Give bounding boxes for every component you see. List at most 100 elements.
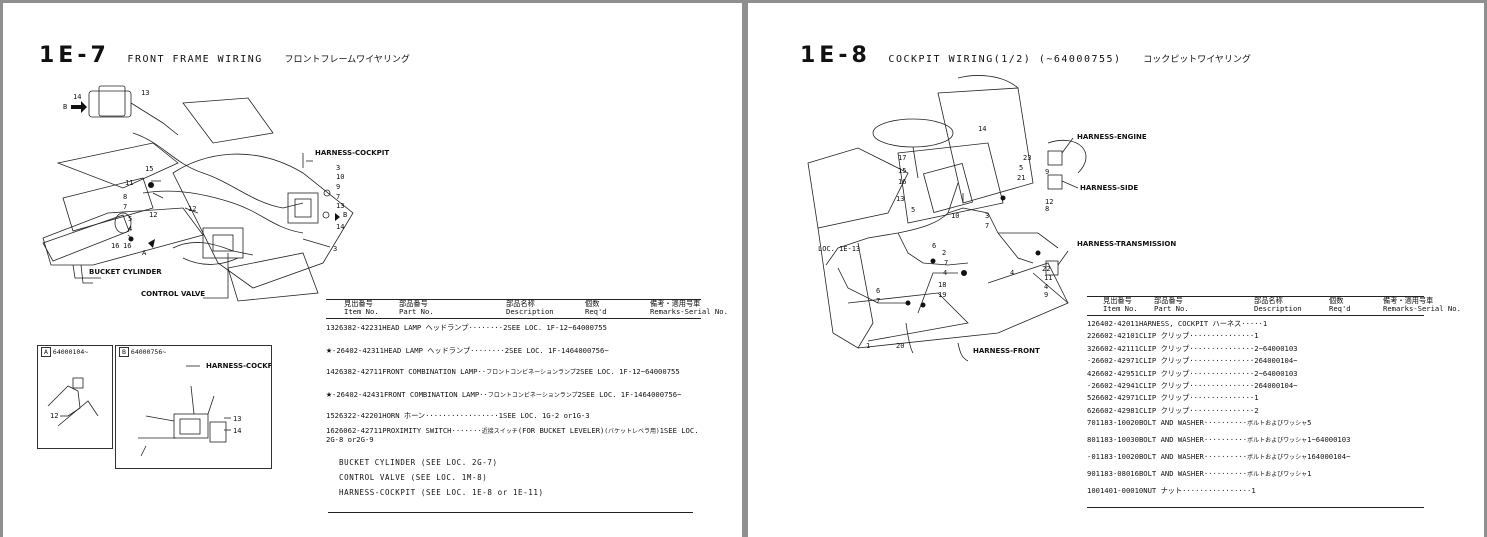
- callout-5b: 5: [1019, 164, 1023, 172]
- inset-b-harness-label: HARNESS-COCKPIT: [206, 362, 271, 370]
- part-no: 01183-10020: [1091, 452, 1139, 462]
- callout-3a: 3: [336, 164, 340, 172]
- description: HEAD LAMP ヘッドランプ········: [382, 323, 504, 332]
- inset-b-tag: B: [119, 347, 129, 357]
- part-no: 01401-00010: [1095, 486, 1144, 496]
- part-no: 01183-10020: [1091, 418, 1139, 428]
- table-row: 801183-10030BOLT AND WASHER··········ボルト…: [1087, 435, 1424, 452]
- callout-7: 7: [123, 203, 127, 211]
- description-jp: フロントコンビネーションランプ: [486, 369, 576, 376]
- remarks: ~64000103: [1258, 368, 1298, 378]
- callout-23: 23: [1023, 154, 1031, 162]
- item-no: 6: [1087, 405, 1092, 415]
- description: CLIP クリップ···············: [1138, 405, 1255, 415]
- callout-16: 16: [898, 178, 906, 186]
- loc-reference: LOC. 1E-13: [818, 245, 860, 253]
- part-no: 26402-42431: [336, 390, 384, 399]
- remarks-serial: 2G-9: [356, 435, 374, 444]
- qty: 2: [1254, 368, 1259, 378]
- callout-20: 20: [896, 342, 904, 350]
- callout-view-b: B: [63, 103, 67, 111]
- callout-13: 13: [896, 195, 904, 203]
- description-jp: ボルトおよびワッシャ: [1247, 420, 1308, 428]
- qty: 2: [1254, 380, 1259, 390]
- table-row: -26602-42971CLIP クリップ···············2640…: [1087, 356, 1424, 368]
- remarks-serial: 64000756~: [642, 390, 682, 399]
- table-row: -26602-42941CLIP クリップ···············2640…: [1087, 381, 1424, 393]
- table-row: 626602-42981CLIP クリップ···············2: [1087, 406, 1424, 418]
- table-row: 901183-08016BOLT AND WASHER··········ボルト…: [1087, 469, 1424, 486]
- callout-4: 4: [943, 269, 947, 277]
- callout-3: 3: [985, 212, 989, 220]
- description: HORN ホーン·················: [382, 411, 499, 420]
- remarks: SEE LOC. 1G-2 or: [503, 411, 573, 420]
- description: HARNESS, COCKPIT ハーネス·····: [1138, 319, 1263, 328]
- table-row: 1326382-42231HEAD LAMP ヘッドランプ········2SE…: [326, 323, 701, 345]
- description: BOLT AND WASHER··········: [1138, 452, 1248, 462]
- callout-2: 4: [128, 225, 132, 233]
- part-no: 26602-42971: [1091, 356, 1139, 366]
- qty: 2: [575, 367, 581, 376]
- bucket-cylinder-label: BUCKET CYLINDER: [89, 268, 162, 276]
- description: HEAD LAMP ヘッドランプ········: [383, 346, 505, 355]
- section-name-jp: フロントフレームワイヤリング: [284, 55, 410, 65]
- description: BOLT AND WASHER··········: [1138, 469, 1248, 479]
- callout-9: 9: [1045, 168, 1049, 176]
- qty: 1: [1254, 393, 1259, 403]
- table-row: ★-26402-42431FRONT COMBINATION LAMP··フロン…: [326, 389, 701, 411]
- callout-7b: 7: [336, 193, 340, 201]
- remarks: SEE LOC. 1F-14: [509, 346, 570, 355]
- harness-side-label: HARNESS-SIDE: [1080, 184, 1138, 192]
- callout-3b: 3: [333, 245, 337, 253]
- qty: 2: [503, 323, 508, 332]
- inset-a-drawing: 12: [47, 377, 99, 427]
- section-code: 1E-8: [800, 43, 871, 68]
- description: NUT ナット················: [1143, 486, 1252, 496]
- part-no: 26602-42111: [1091, 343, 1139, 353]
- callout-14: 14: [73, 93, 81, 101]
- callout-5: 5: [911, 206, 915, 214]
- callout-4b: 4: [1010, 269, 1014, 277]
- item-no: 9: [1087, 469, 1092, 479]
- section-code: 1E-7: [39, 43, 110, 68]
- item-no: 2: [1087, 331, 1092, 341]
- callout-12a: 12: [149, 211, 157, 219]
- callout-19: 19: [938, 291, 946, 299]
- callout-17: 17: [898, 154, 906, 162]
- inset-a-serial: 64000104~: [52, 348, 89, 356]
- right-page: 1E-8 COCKPIT WIRING(1/2) (~64000755) コック…: [748, 3, 1484, 537]
- parts-table-left: 見出番号 Item No. 部品番号 Part No. 部品名称 Descrip…: [326, 299, 728, 466]
- callout-10: 10: [951, 212, 959, 220]
- remarks: ~64000103: [1258, 343, 1298, 353]
- qty: 2: [577, 390, 582, 399]
- callout-view-b2: B: [343, 211, 347, 219]
- description-note-jp: (バケットレベラ用): [604, 428, 660, 435]
- table-row: 226602-42101CLIP クリップ···············1: [1087, 331, 1424, 343]
- description: FRONT COMBINATION LAMP··: [383, 390, 488, 399]
- inset-b-callout-14: 14: [233, 427, 241, 435]
- description-note: (FOR BUCKET LEVELER): [517, 426, 605, 435]
- note-line: HARNESS-COCKPIT (SEE LOC. 1E-8 or 1E-11): [339, 488, 544, 497]
- inset-a-tag: A: [41, 347, 51, 357]
- part-no: 26602-42971: [1091, 393, 1139, 403]
- item-no: 13: [326, 323, 335, 332]
- callout-6: 16: [123, 242, 131, 250]
- remarks-serial: 64000756~: [569, 346, 609, 355]
- table-header: 見出番号 Item No. 部品番号 Part No. 部品名称 Descrip…: [326, 299, 728, 319]
- section-name: COCKPIT WIRING(1/2) (~64000755): [888, 54, 1122, 65]
- bottom-rule: [328, 512, 693, 513]
- item-no: 7: [1087, 418, 1092, 428]
- table-row: 326602-42111CLIP クリップ···············2~64…: [1087, 344, 1424, 356]
- callout-5: 5: [128, 215, 132, 223]
- qty: 1: [1307, 435, 1312, 445]
- callout-13: 13: [141, 89, 149, 97]
- callout-16: 16: [111, 242, 119, 250]
- part-no: 26322-42201: [334, 411, 383, 420]
- remarks: 64000104~: [1311, 452, 1351, 462]
- callout-6b: 6: [876, 287, 880, 295]
- remarks: SEE LOC. 2G-8 or: [326, 426, 699, 444]
- inset-a-callout: 12: [50, 412, 58, 420]
- callout-15: 15: [898, 167, 906, 175]
